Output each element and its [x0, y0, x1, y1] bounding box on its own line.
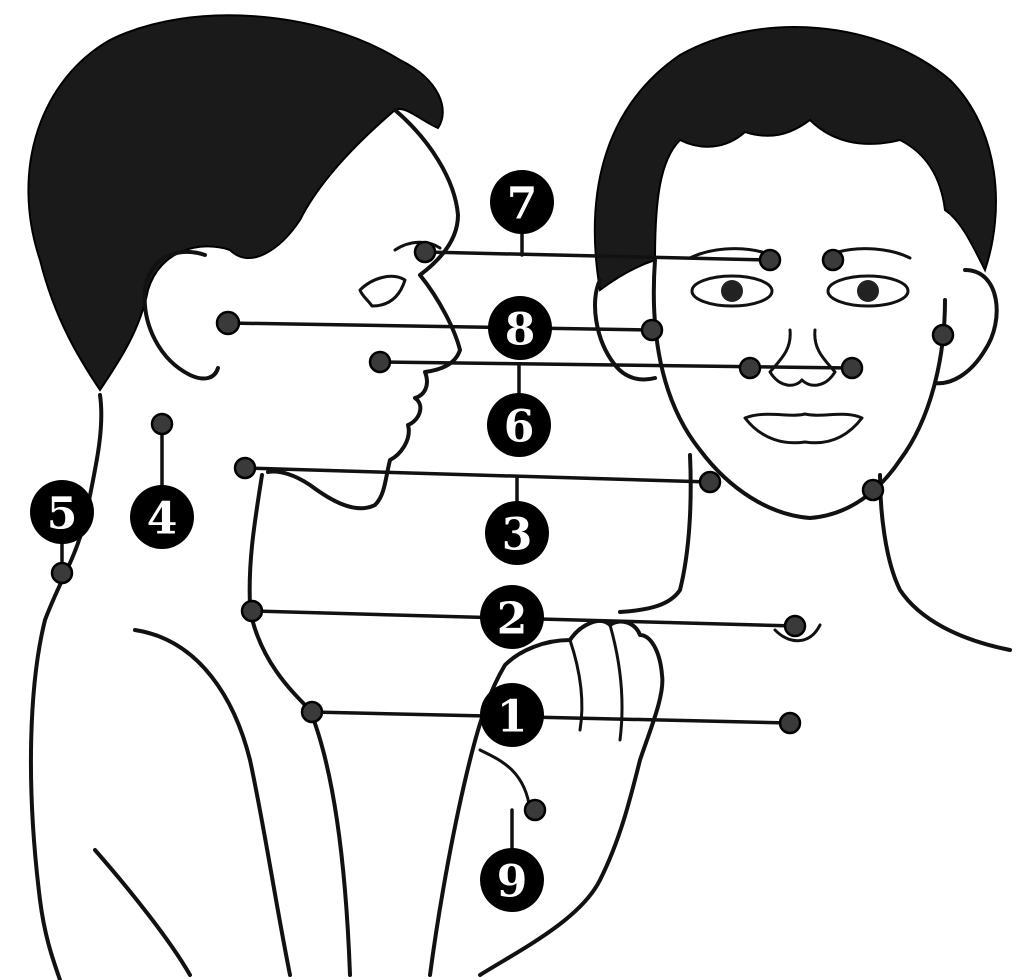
profile-figure [28, 15, 460, 980]
point-3-profile [235, 458, 255, 478]
front-right-brow [838, 249, 910, 258]
profile-shoulder [135, 630, 290, 975]
profile-chest [250, 610, 350, 975]
point-8-front-left [642, 320, 662, 340]
point-6-front-left [740, 358, 760, 378]
badge-2-label: 2 [497, 594, 528, 645]
profile-back-line [95, 850, 190, 975]
point-1-profile [302, 702, 322, 722]
point-2-front [785, 616, 805, 636]
line-1 [312, 712, 790, 723]
badge-8-label: 8 [505, 305, 536, 356]
point-7-front-right [823, 250, 843, 270]
point-7-profile [415, 242, 435, 262]
line-8 [228, 323, 652, 330]
badge-5: 5 [30, 480, 94, 544]
hand-outline [430, 621, 662, 975]
badge-3: 3 [485, 501, 549, 565]
line-3 [245, 468, 710, 482]
profile-hair [28, 15, 442, 390]
badge-1-label: 1 [497, 692, 528, 743]
badge-5-label: 5 [47, 489, 78, 540]
front-right-pupil [857, 280, 879, 302]
point-9 [525, 800, 545, 820]
hand-finger-2 [610, 625, 622, 740]
badge-9-label: 9 [497, 857, 528, 908]
front-hair [595, 27, 996, 290]
point-8-profile [217, 312, 239, 334]
front-left-brow [690, 249, 762, 258]
badge-7-label: 7 [507, 179, 538, 230]
point-7-front-left [760, 250, 780, 270]
point-3-front-right [863, 480, 883, 500]
badge-1: 1 [480, 683, 544, 747]
badge-4-label: 4 [147, 494, 178, 545]
front-nose [770, 330, 835, 385]
point-8-front-right [933, 325, 953, 345]
point-6-profile [370, 352, 390, 372]
hand-thumb [480, 750, 530, 810]
front-neck-right [880, 475, 1010, 650]
badge-9: 9 [480, 848, 544, 912]
badge-2: 2 [480, 585, 544, 649]
point-5 [52, 563, 72, 583]
point-6-front-right [842, 358, 862, 378]
badge-8: 8 [488, 296, 552, 360]
point-4 [152, 414, 172, 434]
badge-6-label: 6 [504, 402, 535, 453]
profile-eye [360, 276, 405, 306]
badge-7: 7 [490, 170, 554, 234]
badge-6: 6 [487, 393, 551, 457]
point-1-front [780, 713, 800, 733]
point-2-profile [242, 601, 262, 621]
point-3-front-left [700, 472, 720, 492]
front-left-pupil [721, 280, 743, 302]
badge-3-label: 3 [502, 510, 533, 561]
profile-neck-front [250, 475, 262, 605]
front-mouth [745, 414, 862, 443]
hand [430, 621, 662, 975]
badge-4: 4 [130, 485, 194, 549]
